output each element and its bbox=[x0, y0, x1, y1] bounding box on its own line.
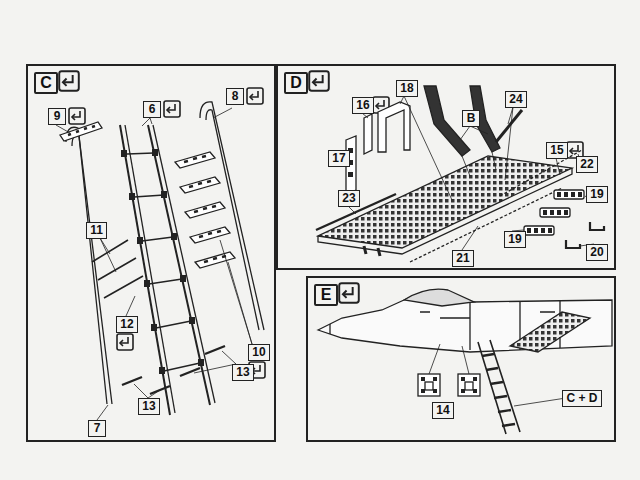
callout-number: 7 bbox=[88, 420, 106, 437]
callout-number: 19 bbox=[586, 186, 608, 203]
step-panel: C96811121013713 bbox=[26, 64, 276, 442]
callout-number: 14 bbox=[432, 402, 454, 419]
step-panel: E 14 C + D bbox=[306, 276, 616, 442]
callout-text: C + D bbox=[566, 391, 597, 405]
callout-number: 13 bbox=[232, 364, 254, 381]
callout-text: 12 bbox=[120, 317, 133, 331]
callout-number: 20 bbox=[586, 244, 608, 261]
callout-number: 22 bbox=[576, 156, 598, 173]
callout-number: B bbox=[462, 110, 480, 127]
callout-number: 17 bbox=[328, 150, 350, 167]
callout-number: 13 bbox=[138, 398, 160, 415]
callout-text: 8 bbox=[232, 89, 239, 103]
callout-number: 18 bbox=[396, 80, 418, 97]
callout-number: 19 bbox=[504, 231, 526, 248]
step-letter: D bbox=[284, 72, 308, 94]
callout-number: 10 bbox=[248, 344, 270, 361]
callout-number: 15 bbox=[546, 142, 568, 159]
platform-drawing bbox=[316, 86, 604, 262]
callout-number: 16 bbox=[352, 97, 374, 114]
callout-text: 17 bbox=[332, 151, 345, 165]
callout-text: 13 bbox=[142, 399, 155, 413]
callout-number: 23 bbox=[338, 190, 360, 207]
callout-text: 15 bbox=[550, 143, 563, 157]
callout-text: 6 bbox=[149, 102, 156, 116]
callout-text: 24 bbox=[509, 92, 522, 106]
step-letter: E bbox=[314, 284, 338, 306]
callout-text: 10 bbox=[252, 345, 265, 359]
callout-text: 9 bbox=[54, 109, 61, 123]
callout-number: 21 bbox=[452, 250, 474, 267]
callout-text: 19 bbox=[508, 232, 521, 246]
callout-text: 21 bbox=[456, 251, 469, 265]
callout-text: 22 bbox=[580, 157, 593, 171]
step-letter: C bbox=[34, 72, 58, 94]
ladder-drawing bbox=[56, 102, 264, 420]
callout-text: 19 bbox=[590, 187, 603, 201]
callout-text: 18 bbox=[400, 81, 413, 95]
callout-text: B bbox=[467, 111, 476, 125]
callout-text: 20 bbox=[590, 245, 603, 259]
callout-text: 7 bbox=[94, 421, 101, 435]
step-panel: D 18 16 24B 17 15 22 23 19 19 21 20 bbox=[276, 64, 616, 270]
callout-text: 23 bbox=[342, 191, 355, 205]
callout-number: C + D bbox=[562, 390, 602, 407]
callout-number: 9 bbox=[48, 108, 66, 125]
callout-text: 13 bbox=[236, 365, 249, 379]
callout-text: 16 bbox=[356, 98, 369, 112]
aircraft-drawing bbox=[318, 289, 612, 434]
callout-text: 14 bbox=[436, 403, 449, 417]
callout-number: 6 bbox=[143, 101, 161, 118]
callout-number: 12 bbox=[116, 316, 138, 333]
callout-text: 11 bbox=[90, 223, 103, 237]
callout-number: 11 bbox=[86, 222, 107, 239]
callout-number: 24 bbox=[505, 91, 527, 108]
callout-number: 8 bbox=[226, 88, 244, 105]
